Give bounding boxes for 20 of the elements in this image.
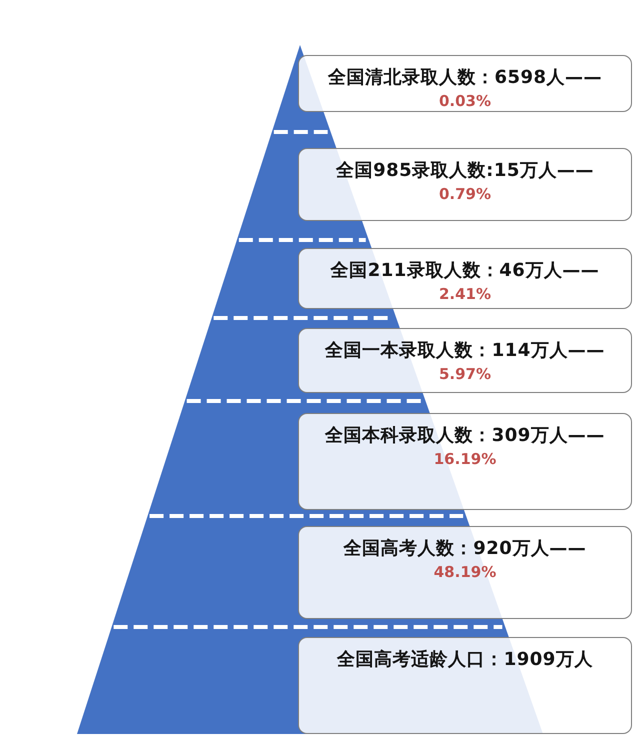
info-box	[298, 148, 632, 221]
count-text: 全国本科录取人数：309万人——	[325, 425, 605, 447]
count-text: 全国清北录取人数：6598人——	[328, 67, 602, 89]
info-box	[298, 637, 632, 734]
count-text: 全国211录取人数：46万人——	[330, 260, 600, 282]
count-text: 全国一本录取人数：114万人——	[325, 340, 605, 362]
percentage-text: 2.41%	[438, 285, 492, 304]
count-text: 全国高考适龄人口：1909万人	[337, 649, 593, 671]
percentage-text: 48.19%	[434, 563, 496, 582]
info-box	[298, 413, 632, 510]
percentage-text: 5.97%	[438, 365, 492, 384]
percentage-text: 0.03%	[438, 92, 492, 111]
count-text: 全国985录取人数:15万人——	[336, 160, 594, 182]
info-box	[298, 328, 632, 393]
info-box	[298, 248, 632, 309]
count-text: 全国高考人数：920万人——	[344, 538, 586, 560]
percentage-text: 0.79%	[438, 185, 492, 204]
info-box	[298, 526, 632, 619]
percentage-text: 16.19%	[434, 450, 496, 469]
info-box	[298, 55, 632, 112]
